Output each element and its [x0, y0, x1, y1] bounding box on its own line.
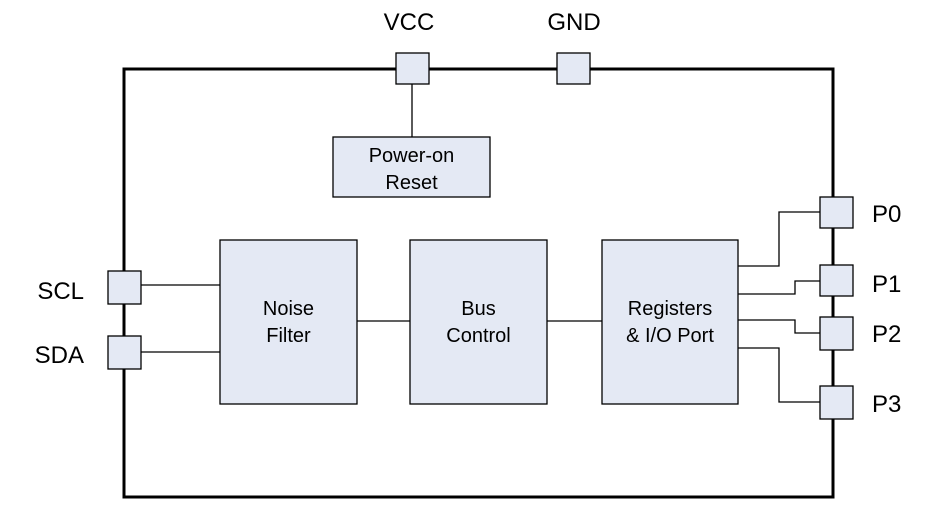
p2-pin-pad	[819, 316, 854, 351]
p3-pin-pad	[819, 385, 854, 420]
registers-io-label-line2: & I/O Port	[626, 325, 714, 347]
registers-io-label-line1: Registers	[628, 298, 712, 320]
noise-filter-label-line1: Noise	[263, 298, 314, 320]
p2-pin-label: P2	[872, 321, 901, 348]
power-on-reset-label-line2: Reset	[385, 172, 438, 194]
noise-filter-label-line2: Filter	[266, 325, 311, 347]
wire-registers-p0	[738, 211, 820, 267]
p1-pin-pad	[819, 264, 854, 297]
p0-pin-label: P0	[872, 201, 901, 228]
p3-pin-label: P3	[872, 391, 901, 418]
vcc-pin-label: VCC	[384, 9, 435, 36]
vcc-pin-pad	[395, 52, 430, 85]
p1-pin-label: P1	[872, 271, 901, 298]
power-on-reset-label-line1: Power-on	[369, 145, 455, 167]
bus-control-label-line1: Bus	[461, 298, 495, 320]
noise-filter-block: Noise Filter	[219, 239, 358, 405]
p0-pin-pad	[819, 196, 854, 229]
gnd-pin-label: GND	[547, 9, 600, 36]
registers-io-port-block: Registers & I/O Port	[601, 239, 739, 405]
wire-registers-p3	[738, 347, 820, 403]
scl-pin-pad	[107, 270, 142, 305]
sda-pin-label: SDA	[35, 342, 84, 369]
wire-registers-p2	[738, 319, 820, 334]
power-on-reset-block: Power-on Reset	[332, 136, 491, 198]
gnd-pin-pad	[556, 52, 591, 85]
sda-pin-pad	[107, 335, 142, 370]
scl-pin-label: SCL	[37, 278, 84, 305]
bus-control-label-line2: Control	[446, 325, 510, 347]
wire-registers-p1	[738, 280, 820, 295]
bus-control-block: Bus Control	[409, 239, 548, 405]
